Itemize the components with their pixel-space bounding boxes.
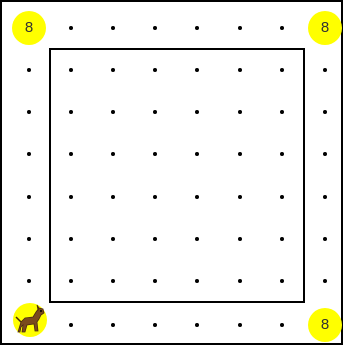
grid-dot[interactable] [323,195,327,199]
grid-dot[interactable] [323,152,327,156]
grid-dot[interactable] [238,323,242,327]
grid-dot[interactable] [27,237,31,241]
grid-dot[interactable] [323,110,327,114]
dog-icon[interactable] [12,302,48,338]
grid-dot[interactable] [69,26,73,30]
grid-dot[interactable] [323,279,327,283]
grid-dot[interactable] [27,195,31,199]
grid-dot[interactable] [27,152,31,156]
grid-dot[interactable] [323,237,327,241]
corner-badge-top-left[interactable]: 8 [12,11,46,45]
grid-dot[interactable] [195,26,199,30]
grid-dot[interactable] [27,110,31,114]
grid-dot[interactable] [323,68,327,72]
corner-badge-top-right[interactable]: 8 [308,11,342,45]
grid-dot[interactable] [111,26,115,30]
grid-dot[interactable] [27,68,31,72]
grid-dot[interactable] [280,26,284,30]
grid-dot[interactable] [238,26,242,30]
grid-dot[interactable] [280,323,284,327]
grid-dot[interactable] [111,323,115,327]
grid-dot[interactable] [153,323,157,327]
grid-dot[interactable] [69,323,73,327]
inner-square [49,48,305,303]
grid-dot[interactable] [27,279,31,283]
grid-dot[interactable] [153,26,157,30]
grid-dot[interactable] [195,323,199,327]
corner-badge-bottom-right[interactable]: 8 [308,308,342,342]
